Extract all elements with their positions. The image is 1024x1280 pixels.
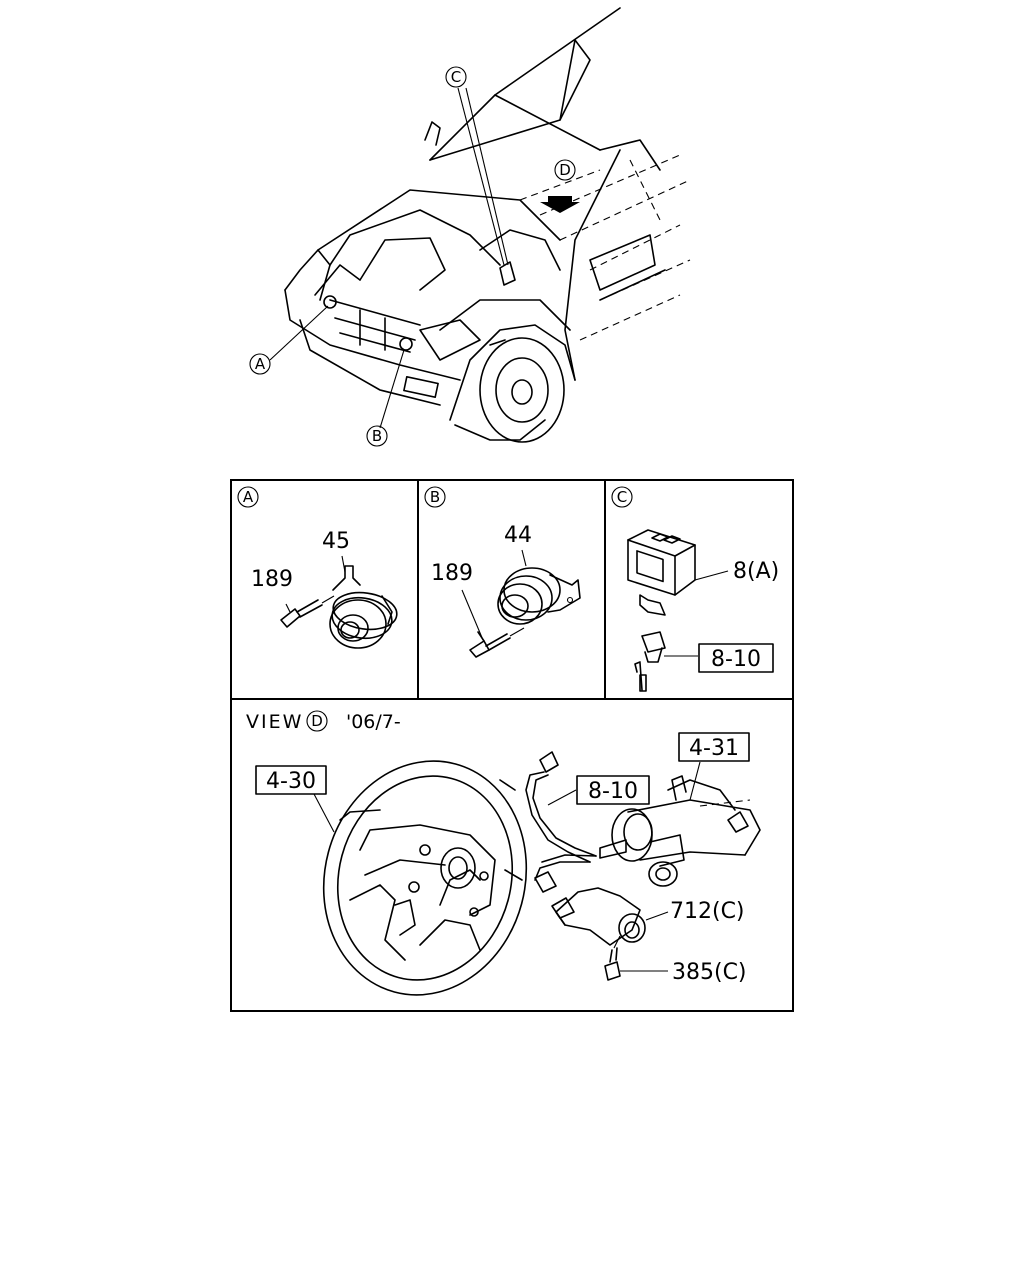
callout-d: D xyxy=(554,159,576,181)
ref-8-10-c-label: 8-10 xyxy=(711,647,761,672)
date-note: '06/7- xyxy=(346,711,401,733)
part-189-label: 189 xyxy=(251,567,293,592)
ref-8-10-d-label: 8-10 xyxy=(588,779,638,804)
svg-text:B: B xyxy=(430,488,440,506)
part-8a-label: 8(A) xyxy=(733,559,779,584)
callout-c: C xyxy=(445,66,467,88)
panel-b: B 44 189 xyxy=(424,486,581,658)
callout-b: B xyxy=(366,425,388,447)
ref-4-30-label: 4-30 xyxy=(266,769,316,794)
ref-4-31-label: 4-31 xyxy=(689,736,739,761)
svg-text:C: C xyxy=(451,68,461,86)
svg-text:A: A xyxy=(255,355,266,373)
panel-c: C 8(A) 8-10 xyxy=(611,486,779,692)
part-385c-label: 385(C) xyxy=(672,960,747,985)
svg-text:D: D xyxy=(559,161,571,179)
part-712c-label: 712(C) xyxy=(670,899,745,924)
part-44-label: 44 xyxy=(504,523,532,548)
vehicle-overview xyxy=(269,7,691,443)
view-d-panel: VIEW D '06/7- 4-30 8- xyxy=(246,710,761,996)
detail-frame xyxy=(230,479,794,1012)
callout-a: A xyxy=(249,353,271,375)
svg-text:A: A xyxy=(243,488,254,506)
view-word: VIEW xyxy=(246,711,303,733)
view-letter: D xyxy=(311,712,323,730)
panel-a: A 45 189 xyxy=(237,486,398,649)
svg-text:C: C xyxy=(617,488,627,506)
svg-text:B: B xyxy=(372,427,382,445)
part-45-label: 45 xyxy=(322,529,350,554)
part-189-b-label: 189 xyxy=(431,561,473,586)
